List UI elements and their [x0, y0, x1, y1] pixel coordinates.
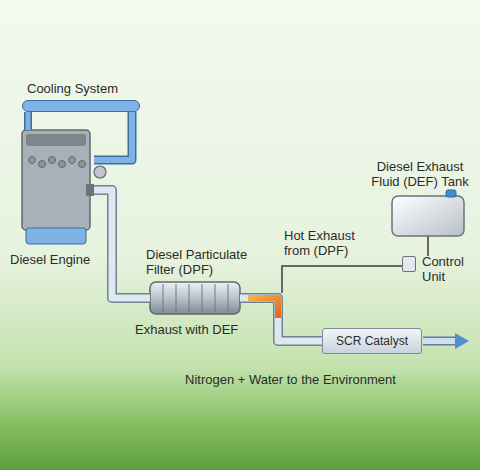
dpf-rib [228, 284, 229, 312]
outlet-arrow [423, 333, 469, 349]
node-label: Diesel Exhaust Fluid (DEF) Tank [362, 159, 478, 189]
outlet-pipe [423, 337, 456, 346]
tank-body [392, 196, 464, 236]
connector-outline [94, 112, 132, 160]
connector-core [94, 190, 150, 298]
connector-core [240, 298, 322, 341]
pipe [94, 112, 132, 160]
engine-sump [26, 228, 86, 244]
turbo [94, 166, 106, 178]
pipe [240, 298, 322, 341]
dpf-rib [163, 284, 164, 312]
engine-block [22, 130, 90, 230]
dpf-body [150, 282, 240, 314]
dosing-line [282, 266, 402, 293]
dpf-rib [215, 284, 216, 312]
node-label: SCR Catalyst [336, 334, 408, 348]
flow-label: Hot Exhaust from (DPF) [284, 228, 368, 258]
connector-core [94, 112, 132, 160]
cylinder [79, 161, 86, 168]
engine-cylinders [29, 157, 86, 168]
connector-outline [94, 190, 150, 298]
connector-outline [427, 236, 429, 256]
pipe [94, 190, 150, 298]
coolant-pipe [26, 112, 31, 130]
hot-exhaust-section [248, 298, 278, 318]
cylinder [29, 157, 36, 164]
dpf-rib [202, 284, 203, 312]
node-label: Diesel Particulate Filter (DPF) [146, 247, 268, 277]
outlet-pipe [423, 338, 456, 344]
cylinder [69, 157, 76, 164]
engine-illustration [22, 112, 106, 244]
arrow-head [455, 333, 469, 349]
node-label: Diesel Engine [10, 252, 110, 267]
dpf: Diesel Particulate Filter (DPF) [150, 282, 240, 314]
def-tank-illustration [392, 190, 464, 236]
tank-cap [446, 190, 456, 197]
engine: Diesel Engine [18, 128, 94, 246]
node-label: Control Unit [422, 254, 478, 284]
connectors [94, 112, 428, 341]
dpf-rib [176, 284, 177, 312]
cylinder [49, 157, 56, 164]
exhaust-manifold [86, 184, 94, 196]
flow-label: Exhaust with DEF [135, 322, 267, 337]
def-tank: Diesel Exhaust Fluid (DEF) Tank [392, 194, 464, 236]
cylinder [39, 161, 46, 168]
coolant-pipe [24, 112, 32, 130]
dpf-rib [189, 284, 190, 312]
dpf-illustration [150, 282, 240, 314]
control-unit: Control Unit [402, 256, 416, 272]
cylinder [59, 161, 66, 168]
engine-head [26, 134, 86, 146]
dpf-ribs [163, 284, 228, 312]
connector-outline [240, 298, 322, 341]
fluid-line [428, 236, 429, 256]
output-label: Nitrogen + Water to the Environment [185, 372, 455, 387]
node-label: Cooling System [27, 81, 147, 96]
cooling-system: Cooling System [22, 100, 140, 112]
scr-catalyst: SCR Catalyst [322, 328, 422, 354]
